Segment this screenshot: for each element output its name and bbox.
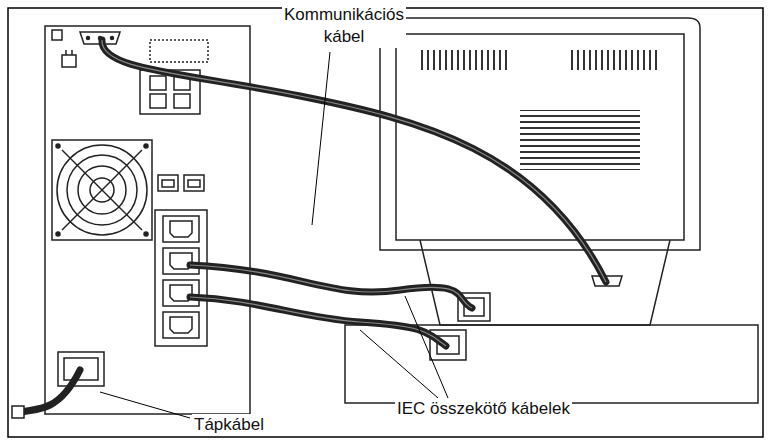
iec-outlet (163, 280, 199, 306)
cable-label: IEC összekötő kábelek (395, 398, 572, 420)
cables (22, 40, 606, 412)
monitor (380, 18, 700, 325)
iec-outlet (163, 248, 199, 274)
frame (8, 8, 763, 437)
iec-outlet (163, 312, 199, 338)
outlet-face (170, 221, 192, 237)
cable-label: Kommunikációs kábel (282, 4, 406, 48)
plug (12, 406, 24, 418)
iec-outlet (163, 216, 199, 242)
computer (345, 276, 758, 403)
leader-lines (100, 52, 448, 418)
cable-label: Tápkábel (192, 414, 266, 436)
outlet-face (170, 317, 192, 333)
cable-highlights (102, 40, 606, 346)
